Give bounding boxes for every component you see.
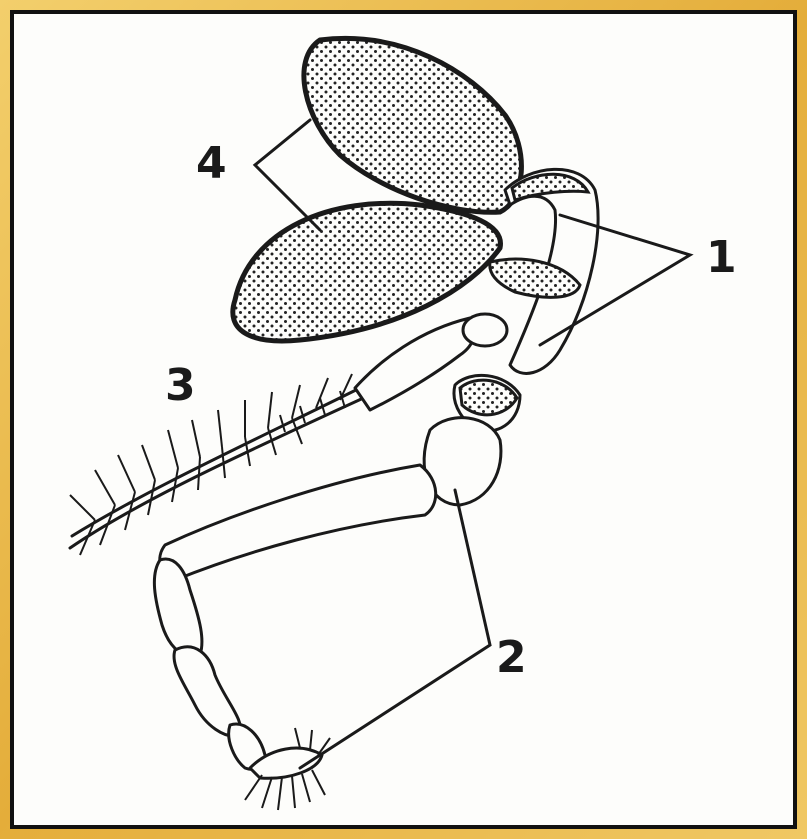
label-2: 2 [496,632,527,683]
tarsus-1 [174,647,241,736]
leader-4 [255,120,320,230]
label-1: 1 [706,232,737,283]
label-3: 3 [165,360,196,411]
label-4: 4 [196,138,227,189]
upper-lobe [304,38,522,212]
femur [160,465,436,580]
joint-ring [463,314,507,346]
